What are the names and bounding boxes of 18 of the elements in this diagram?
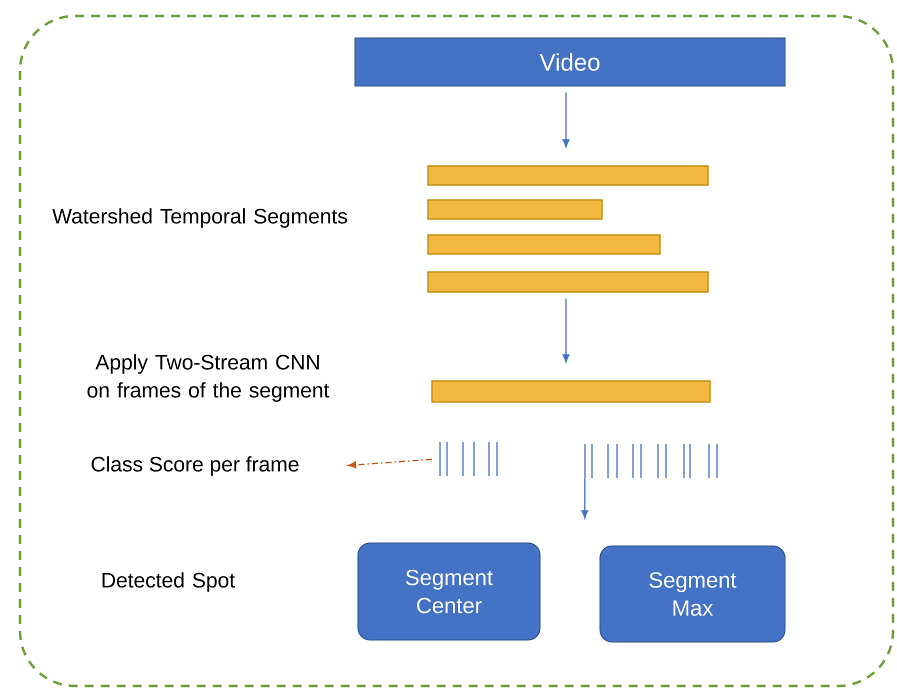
arrow: [581, 478, 588, 518]
segment-bar: [427, 199, 603, 220]
step-label: Detected Spot: [102, 572, 235, 592]
score-ticks: [584, 444, 718, 478]
output-box: Segment Center: [358, 542, 540, 640]
segment-bar: [427, 165, 709, 186]
segment-bar: [427, 271, 709, 293]
segment-bar: [427, 234, 661, 255]
step-label: Apply Two-Stream CNN on frames of the segment: [87, 354, 330, 402]
segment-bar: [431, 380, 711, 403]
output-box: Segment Max: [600, 546, 786, 642]
input-box: Video: [354, 38, 786, 86]
arrow: [348, 458, 432, 468]
arrow: [562, 92, 570, 148]
arrow: [562, 298, 570, 362]
score-label: Class Score per frame: [92, 456, 298, 476]
score-ticks: [439, 442, 498, 476]
step-label: Watershed Temporal Segments: [52, 208, 348, 228]
